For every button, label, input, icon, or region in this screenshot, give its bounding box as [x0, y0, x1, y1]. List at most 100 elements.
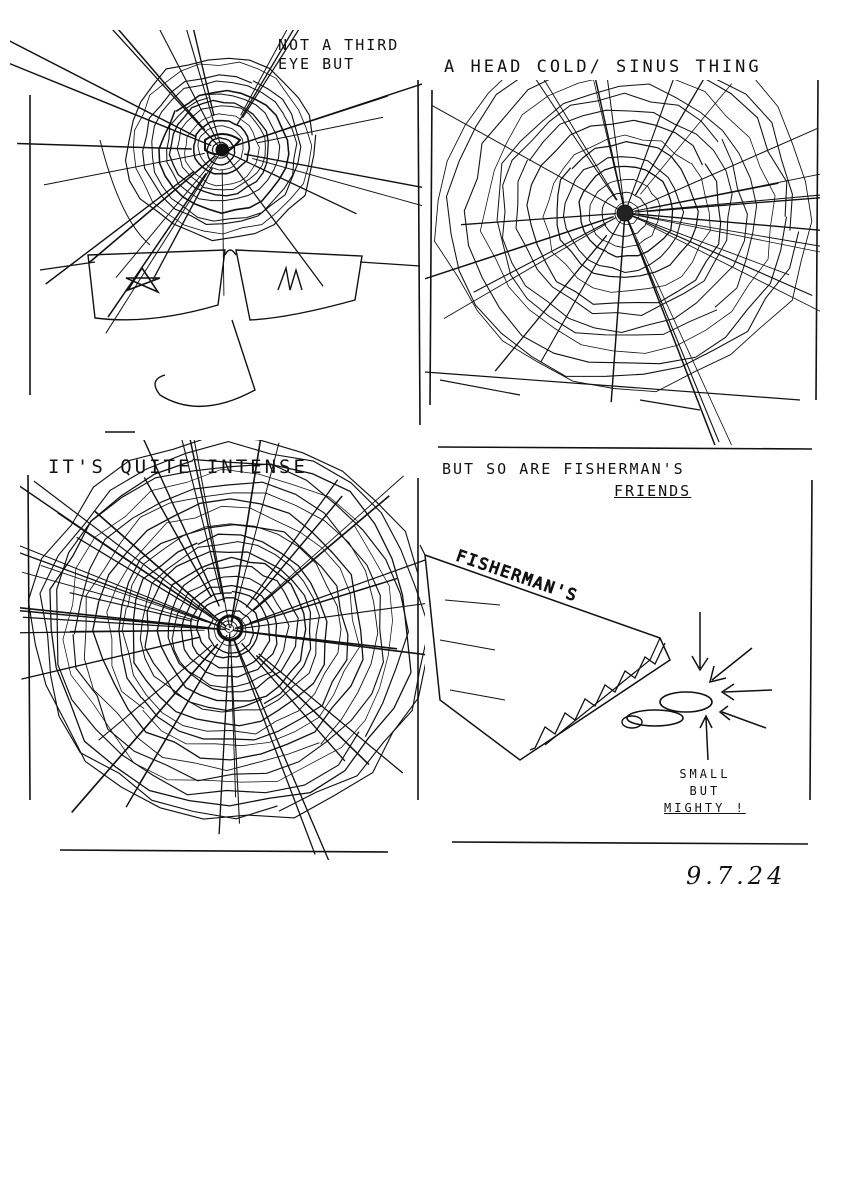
radiating-lines-icon — [626, 213, 813, 297]
spiral-icon — [184, 113, 260, 187]
arrow-icon — [718, 705, 767, 729]
lozenge-icon — [621, 715, 643, 729]
frame-line — [59, 849, 389, 853]
radiating-lines-icon — [248, 559, 425, 624]
lozenge-packet-drawing — [424, 553, 671, 761]
radiating-lines-icon — [17, 142, 192, 150]
lens-scribble — [277, 265, 303, 291]
radiating-lines-icon — [252, 157, 422, 207]
panel-1-drawing — [10, 30, 422, 408]
radiating-lines-icon — [594, 80, 626, 211]
spiral-icon — [578, 165, 674, 258]
spiral-icon — [118, 523, 349, 741]
radiating-lines-icon — [159, 30, 218, 140]
radiating-lines-icon — [21, 636, 200, 680]
radiating-lines-icon — [236, 30, 294, 125]
spiral-icon — [211, 141, 230, 159]
spiral-icon — [479, 80, 776, 354]
radiating-lines-icon — [88, 155, 215, 264]
spiral-icon — [196, 597, 260, 659]
radiating-lines-icon — [245, 479, 339, 608]
radiating-lines-icon — [631, 213, 820, 253]
arrow-icon — [720, 683, 773, 701]
radiating-lines-icon — [225, 155, 324, 287]
frame-line — [809, 479, 813, 801]
lozenge-icon — [626, 709, 684, 727]
spiral-icon — [180, 584, 278, 678]
frame-line — [27, 474, 31, 801]
spiral-icon — [515, 109, 733, 317]
radiating-lines-icon — [117, 30, 206, 131]
radiating-lines-icon — [186, 30, 223, 150]
radiating-lines-icon — [230, 442, 280, 629]
radiating-lines-icon — [94, 510, 227, 628]
radiating-lines-icon — [20, 545, 231, 631]
radiating-lines-icon — [543, 80, 618, 201]
radiating-lines-icon — [610, 221, 626, 403]
radiating-lines-icon — [193, 30, 215, 117]
caption-line: IT'S QUITE INTENSE — [48, 456, 308, 478]
panel-frames — [27, 79, 819, 853]
radiating-lines-icon — [45, 170, 195, 285]
radiating-lines-icon — [40, 564, 208, 623]
radiating-lines-icon — [241, 30, 300, 119]
spiral-icon — [445, 80, 800, 377]
sketch-date: 9.7.24 — [686, 862, 787, 890]
radiating-lines-icon — [229, 638, 241, 824]
radiating-lines-icon — [627, 220, 716, 445]
radiating-lines-icon — [189, 440, 225, 603]
frame-line — [417, 79, 421, 426]
radiating-lines-icon — [640, 83, 733, 195]
radiating-lines-icon — [256, 116, 384, 144]
radiating-lines-icon — [233, 640, 330, 860]
spiral-icon — [92, 498, 364, 761]
torn-foil-edge — [529, 642, 666, 751]
frame-line — [815, 79, 819, 401]
radiating-lines-icon — [230, 440, 262, 623]
spiral-icon — [158, 89, 290, 215]
sunglasses-left-lens — [87, 249, 226, 321]
sunglasses-right-lens — [235, 249, 363, 321]
radiating-lines-icon — [650, 182, 779, 209]
spiral-icon — [124, 57, 317, 242]
radiating-lines-icon — [33, 480, 213, 618]
spiral-icon — [434, 80, 813, 393]
radiating-lines-icon — [443, 223, 607, 319]
radiating-lines-icon — [234, 577, 398, 630]
radiating-lines-icon — [241, 642, 346, 762]
arrow-icon — [699, 714, 713, 761]
radiating-lines-icon — [625, 212, 820, 231]
ground-hatching — [425, 371, 801, 411]
spiral-core-icon — [616, 204, 634, 222]
radiating-lines-icon — [21, 571, 199, 622]
radiating-lines-icon — [254, 495, 343, 601]
spiral-icon — [151, 80, 298, 222]
spiral-icon — [142, 74, 302, 225]
radiating-lines-icon — [43, 152, 205, 186]
arrow-icon — [708, 647, 753, 684]
note-line: SMALL — [679, 767, 731, 781]
radiating-lines-icon — [461, 212, 617, 226]
sunglasses-bridge — [224, 249, 237, 256]
spiral-icon — [501, 92, 748, 334]
caption-line: FRIENDS — [614, 482, 692, 500]
radiating-lines-icon — [193, 440, 231, 628]
radiating-lines-icon — [233, 640, 316, 855]
radiating-lines-icon — [112, 30, 219, 147]
radiating-lines-icon — [535, 80, 618, 201]
radiating-lines-icon — [244, 153, 422, 189]
spiral-icon — [562, 156, 685, 274]
spiral-core-icon — [216, 614, 244, 642]
radiating-lines-icon — [635, 238, 720, 443]
panel-4-drawing: FISHERMAN'S — [419, 544, 773, 761]
spiral-icon — [132, 533, 328, 727]
radiating-lines-icon — [221, 169, 225, 296]
radiating-lines-icon — [137, 634, 228, 786]
radiating-lines-icon — [69, 592, 193, 622]
radiating-lines-icon — [20, 606, 210, 629]
spiral-icon — [156, 556, 307, 702]
panel-3-drawing — [20, 440, 425, 860]
spiral-icon — [83, 492, 379, 771]
spiral-icon — [132, 61, 313, 235]
